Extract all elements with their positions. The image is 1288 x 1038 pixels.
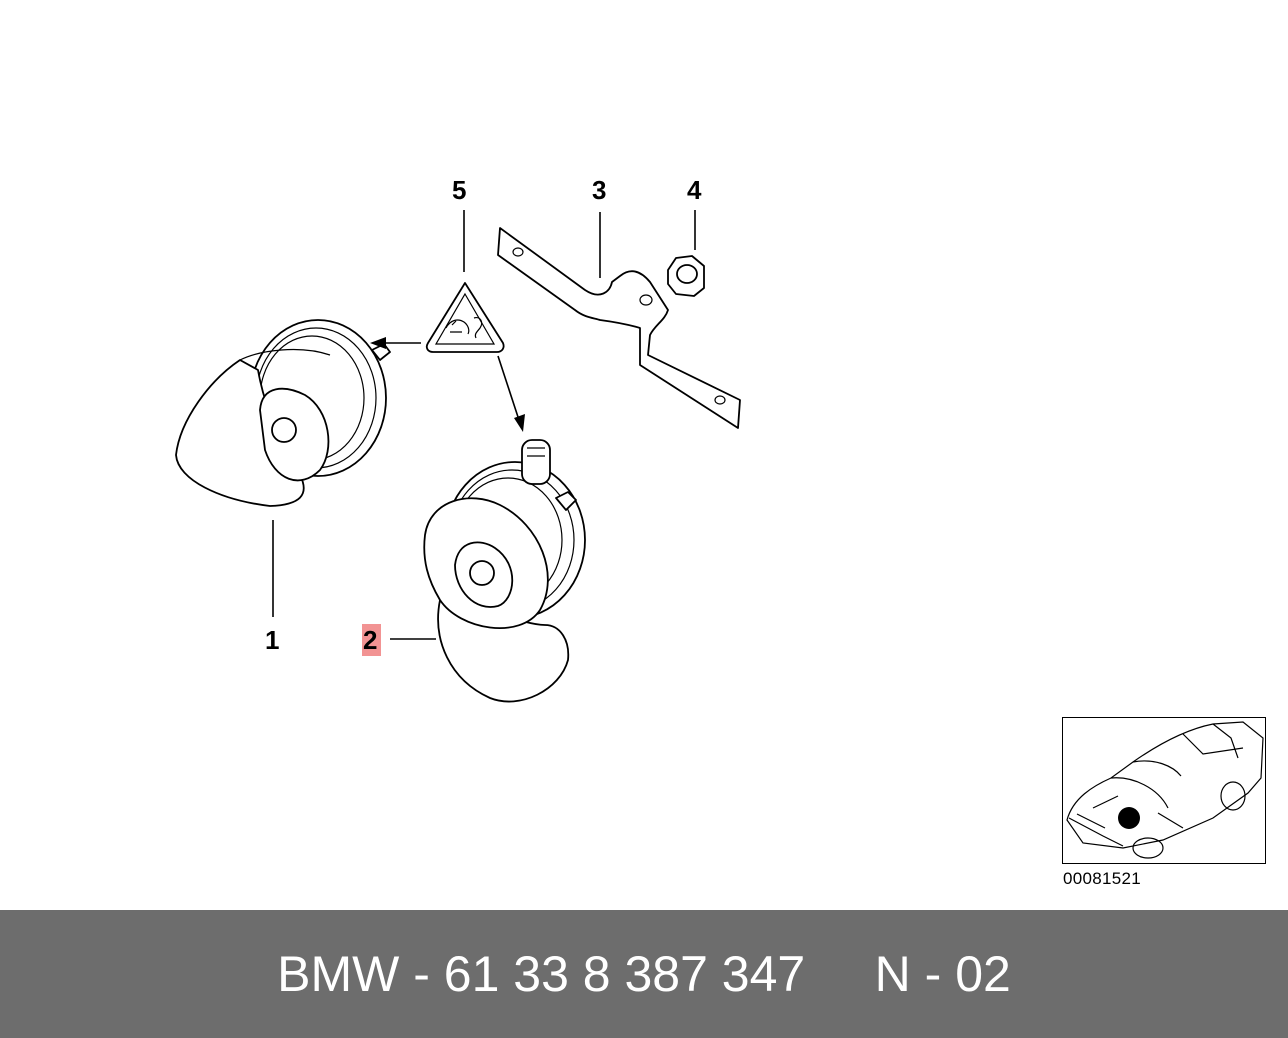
car-outline-icon [1066, 721, 1264, 859]
footer-bar: BMW - 61 33 8 387 347 N - 02 [0, 910, 1288, 1038]
callout-5: 5 [452, 175, 466, 205]
diagram-code: 00081521 [1063, 869, 1142, 888]
part-number-text: BMW - 61 33 8 387 347 N - 02 [277, 946, 1011, 1002]
callout-2: 2 [363, 625, 377, 655]
bracket-part-3 [497, 227, 741, 429]
callout-4: 4 [687, 175, 702, 205]
parts-diagram: 1 2 3 4 5 [175, 175, 741, 703]
vehicle-location-thumbnail [1062, 717, 1266, 864]
leader-lines [272, 210, 696, 640]
callout-3: 3 [592, 175, 606, 205]
callout-2-highlight [362, 624, 381, 656]
horn-part-2 [423, 439, 586, 703]
warning-label-part-5 [425, 282, 505, 353]
nut-part-4 [667, 255, 705, 297]
horn-part-1 [175, 319, 391, 507]
callout-1: 1 [265, 625, 279, 655]
